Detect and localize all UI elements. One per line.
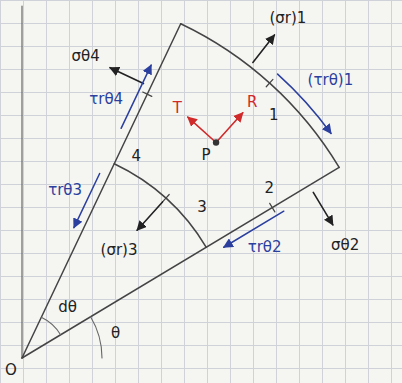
direction-label: T (173, 99, 182, 117)
normal-stress-arrow (313, 192, 333, 225)
tangential-direction-arrow (188, 117, 216, 142)
face-number: 1 (269, 106, 279, 124)
stress-label: (σr)3 (101, 241, 138, 259)
direction-label: R (247, 93, 257, 111)
angle-label: θ (111, 324, 120, 342)
outer-arc (181, 24, 339, 168)
face-tick (163, 195, 170, 202)
inner-arc (114, 164, 206, 247)
shear-label: (τrθ)1 (308, 71, 354, 89)
shear-stress-arrow (121, 65, 151, 128)
shear-label: τrθ4 (89, 90, 123, 108)
normal-stress-arrow (110, 68, 143, 84)
radial-direction-arrow (216, 113, 243, 143)
point-dot (213, 139, 219, 145)
face-number: 2 (264, 179, 274, 197)
origin-label: O (5, 361, 17, 379)
angle-label: dθ (58, 298, 77, 316)
stress-label: σθ2 (331, 236, 359, 254)
stress-label: σθ4 (72, 47, 100, 65)
lower-ray (22, 167, 339, 358)
stress-label: (σr)1 (269, 9, 306, 27)
shear-label: τrθ3 (48, 181, 82, 199)
shear-label: τrθ2 (248, 238, 282, 256)
face-number: 4 (131, 147, 141, 165)
point-label: P (202, 146, 211, 164)
theta-arc (91, 317, 102, 358)
face-number: 3 (197, 198, 207, 216)
face-tick (143, 92, 152, 96)
face-tick (270, 203, 275, 212)
dtheta-arc (41, 317, 60, 334)
reference-axis (21, 6, 22, 358)
normal-stress-arrow (253, 35, 275, 63)
face-tick (266, 79, 273, 86)
normal-stress-arrow (137, 202, 162, 230)
